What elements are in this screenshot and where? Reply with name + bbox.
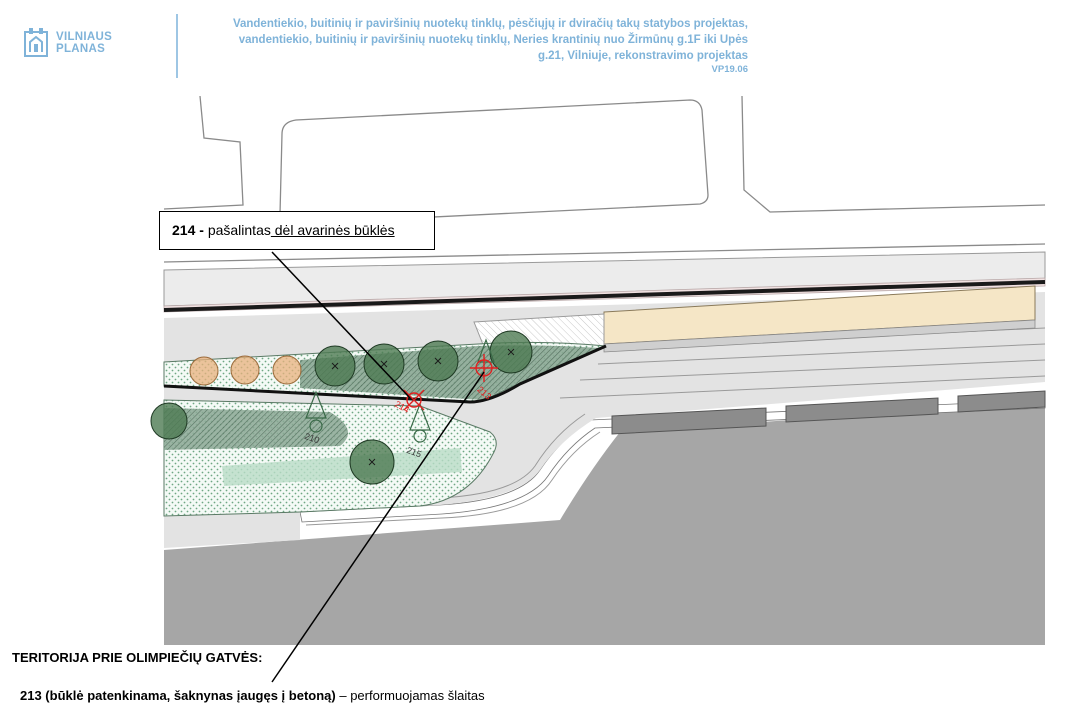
castle-logo-icon [24,28,48,57]
note-213-bold: 213 (būklė patenkinama, šaknynas įaugęs … [20,688,336,703]
orange-trees [189,355,302,386]
parking-blocks [611,390,1046,435]
orange-tree [272,355,302,385]
proposed-tree-symbols [305,338,495,443]
lower-hatch-area [164,408,348,450]
logo-text: VILNIAUS PLANAS [56,31,112,55]
red-removal-marks [403,354,498,411]
header-divider [176,14,178,78]
road-surface [164,402,1045,645]
callout-tree-214: 214 - pašalintas dėl avarinės būklės [159,211,435,250]
orange-tree [230,355,260,385]
leader-line-213 [271,371,485,683]
boundary-line [163,280,1046,312]
leader-line-214 [271,251,411,399]
vilniaus-planas-logo: VILNIAUS PLANAS [24,28,112,58]
project-title: Vandentiekio, buitinių ir paviršinių nuo… [208,16,748,76]
tree-center-marks [331,348,515,466]
logo-line-1: VILNIAUS [56,31,113,43]
tan-strip-edge [603,319,1036,353]
logo-line-2: PLANAS [56,43,106,55]
project-code: VP19.06 [711,64,748,75]
project-title-line-3: g.21, Vilniuje, rekonstravimo projektas [537,50,748,62]
section-title: TERITORIJA PRIE OLIMPIEČIŲ GATVĖS: [12,650,263,665]
orange-tree [189,356,219,386]
project-title-line-1: Vandentiekio, buitinių ir paviršinių nuo… [232,18,748,30]
callout-separator: - [195,222,208,238]
lawn-strip [222,448,462,486]
tree-label-215: 215 [405,445,423,460]
green-tree [150,402,188,440]
background-outlines [163,95,1046,263]
project-title-line-2: vandentiekio, buitinių ir paviršinių nuo… [238,34,748,46]
callout-reason: dėl avarinės būklės [270,222,395,238]
note-tree-213: 213 (būklė patenkinama, šaknynas įaugęs … [20,688,485,703]
verge-curb [163,344,607,404]
callout-text: pašalintas [207,222,271,238]
note-213-normal: – performuojamas šlaitas [335,688,485,703]
tree-label-210: 210 [303,431,321,446]
callout-number: 214 [172,222,196,238]
